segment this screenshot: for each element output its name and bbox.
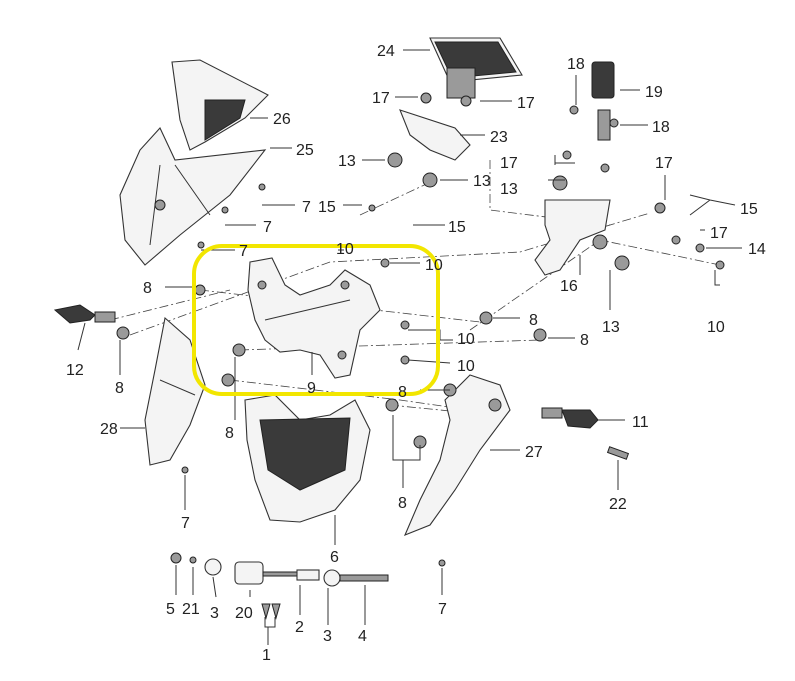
label-10-d: 10 [457, 331, 475, 348]
label-13-d: 13 [602, 319, 620, 336]
label-7-e: 7 [438, 601, 447, 618]
label-7-b: 7 [263, 219, 272, 236]
label-8-d: 8 [115, 380, 124, 397]
label-7-a: 7 [302, 199, 311, 216]
label-15-c: 15 [740, 201, 758, 218]
label-23: 23 [490, 129, 508, 146]
label-26: 26 [273, 111, 291, 128]
label-17-d: 17 [655, 155, 673, 172]
label-8-f: 8 [225, 425, 234, 442]
label-9: 9 [307, 380, 316, 397]
label-17-c: 17 [500, 155, 518, 172]
label-8-c: 8 [580, 332, 589, 349]
label-17-b: 17 [517, 95, 535, 112]
instrument-cluster-part-24 [429, 37, 523, 99]
pin-part-22 [606, 446, 630, 460]
label-24: 24 [377, 43, 395, 60]
right-indicator-part-11 [541, 407, 599, 429]
label-10-b: 10 [336, 241, 354, 258]
left-indicator-part-12 [53, 304, 116, 324]
label-17-e: 17 [710, 225, 728, 242]
label-17-a: 17 [372, 90, 390, 107]
label-3-b: 3 [323, 628, 332, 645]
label-8-b: 8 [529, 312, 538, 329]
label-12: 12 [66, 362, 84, 379]
label-20: 20 [235, 605, 253, 622]
label-11: 11 [632, 414, 649, 431]
label-27: 27 [525, 444, 543, 461]
label-5: 5 [166, 601, 175, 618]
label-15-b: 15 [448, 219, 466, 236]
label-8-g: 8 [398, 495, 407, 512]
label-10-e: 10 [457, 358, 475, 375]
right-panel-part-27 [403, 374, 511, 537]
label-8-e: 8 [398, 384, 407, 401]
label-10-a: 10 [707, 319, 725, 336]
label-7-c: 7 [239, 243, 248, 260]
headlight-part-6 [244, 394, 371, 523]
windscreen-part-26 [171, 59, 269, 151]
label-15-a: 15 [318, 199, 336, 216]
label-1: 1 [262, 647, 271, 664]
switch-part-19 [591, 61, 615, 141]
label-13-a: 13 [338, 153, 356, 170]
upper-cowl-part-25 [119, 127, 267, 266]
cluster-bracket-part-23 [399, 109, 471, 161]
label-18-a: 18 [567, 56, 585, 73]
label-28: 28 [100, 421, 118, 438]
label-2: 2 [295, 619, 304, 636]
leader-lines [77, 49, 742, 645]
label-13-b: 13 [473, 173, 491, 190]
label-8-a: 8 [143, 280, 152, 297]
support-bracket-part-16 [534, 199, 611, 276]
label-22: 22 [609, 496, 627, 513]
label-19: 19 [645, 84, 663, 101]
label-6: 6 [330, 549, 339, 566]
label-4: 4 [358, 628, 367, 645]
label-7-d: 7 [181, 515, 190, 532]
label-16: 16 [560, 278, 578, 295]
label-3-a: 3 [210, 605, 219, 622]
label-21: 21 [182, 601, 200, 618]
label-25: 25 [296, 142, 314, 159]
label-14: 14 [748, 241, 766, 258]
callout-labels: 24 26 25 7 7 7 17 17 23 13 13 15 15 18 1… [66, 43, 766, 664]
label-13-c: 13 [500, 181, 518, 198]
mounting-hardware [170, 552, 389, 620]
inner-bracket-part-9 [247, 257, 381, 379]
label-10-c: 10 [425, 257, 443, 274]
label-18-b: 18 [652, 119, 670, 136]
highlight-box [192, 244, 440, 396]
